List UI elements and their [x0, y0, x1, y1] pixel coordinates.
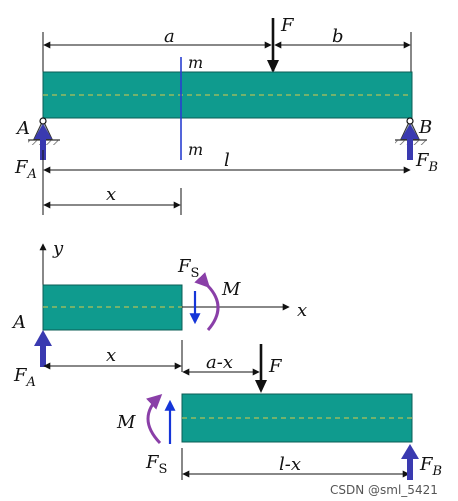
reaction-FA-arrow: [34, 124, 52, 160]
label-m-top: m: [188, 53, 203, 72]
reaction-FA2-arrow: [34, 330, 52, 367]
right-segment: [181, 393, 413, 443]
label-FA2: FA: [13, 365, 36, 390]
label-A-free: A: [11, 312, 26, 333]
label-F: F: [280, 15, 295, 36]
moment-arc-bottom: [146, 393, 163, 445]
label-a: a: [164, 26, 175, 47]
label-Fs-top: FS: [177, 256, 199, 281]
label-M-bottom: M: [116, 412, 136, 433]
load-F-arrowhead: [267, 60, 279, 73]
label-b: b: [332, 26, 344, 47]
label-x: x: [106, 184, 116, 205]
label-m-bottom: m: [188, 140, 203, 159]
label-A: A: [15, 118, 30, 139]
label-Fs-bottom: FS: [145, 452, 167, 477]
label-y-axis: y: [52, 238, 64, 259]
reaction-FB-arrow: [401, 124, 419, 160]
label-l-minus-x: l-x: [279, 454, 301, 475]
label-FA: FA: [14, 157, 37, 182]
label-x2: x: [106, 345, 116, 366]
label-M-top: M: [221, 279, 241, 300]
label-a-minus-x: a-x: [206, 352, 233, 373]
label-B: B: [418, 117, 432, 138]
watermark: CSDN @sml_5421: [330, 483, 438, 497]
reaction-FB2-arrow: [401, 444, 419, 480]
label-x-axis: x: [297, 300, 307, 321]
label-FB2: FB: [419, 454, 442, 479]
load-F2-arrowhead: [255, 380, 267, 393]
label-l: l: [224, 150, 230, 171]
moment-arc-top: [194, 272, 220, 331]
label-FB: FB: [415, 150, 438, 175]
label-F2: F: [268, 356, 283, 377]
left-segment: [42, 284, 183, 331]
